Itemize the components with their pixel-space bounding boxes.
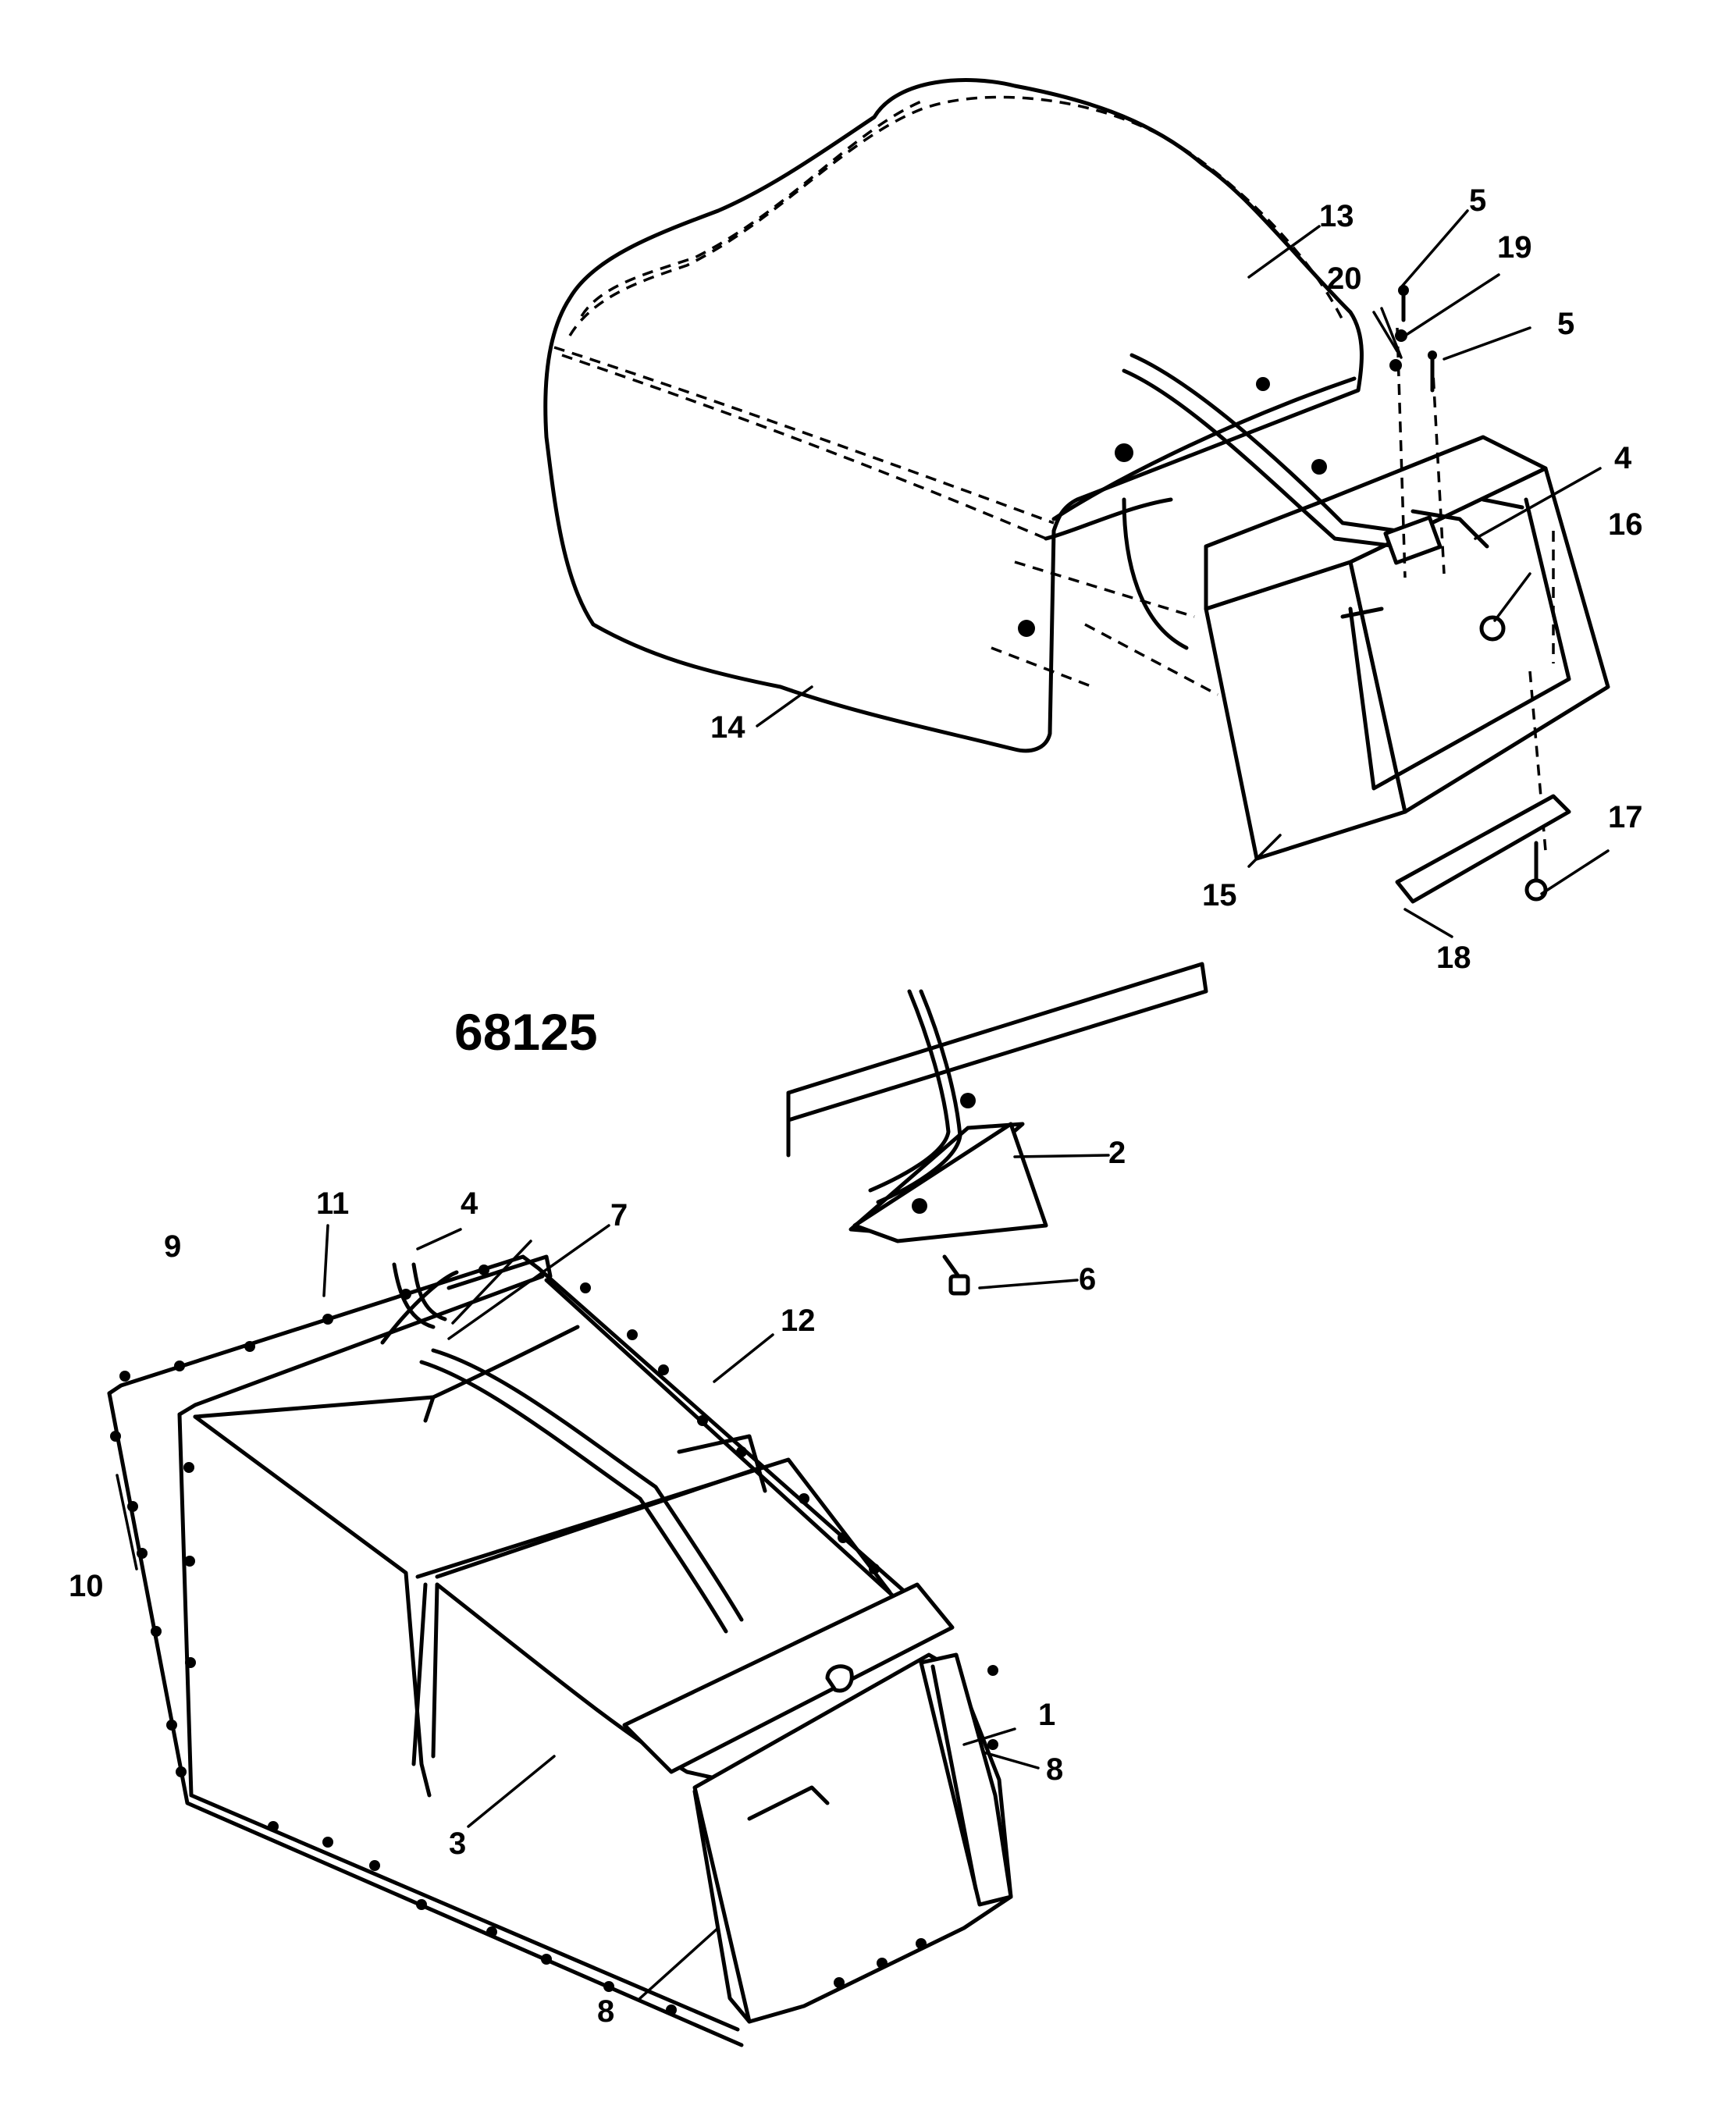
leader-lines	[116, 209, 1610, 2000]
callout-1: 1	[1038, 1698, 1055, 1732]
callout-12: 12	[781, 1304, 816, 1338]
callout-8-bottom: 8	[597, 1994, 614, 2029]
bag-handle	[1122, 353, 1489, 565]
callout-13: 13	[1319, 199, 1354, 233]
callout-4-lower: 4	[461, 1186, 478, 1221]
callout-15: 15	[1202, 878, 1237, 912]
callout-2: 2	[1108, 1136, 1126, 1170]
callout-10: 10	[69, 1569, 104, 1603]
bag-frame	[1044, 435, 1610, 861]
callout-7: 7	[610, 1198, 628, 1233]
grass-bag	[543, 78, 1364, 753]
callout-17: 17	[1608, 800, 1643, 834]
lower-chute	[622, 1582, 1013, 2024]
callout-19: 19	[1497, 230, 1532, 265]
callout-4-top: 4	[1614, 441, 1632, 475]
callout-5-lower: 5	[1557, 307, 1574, 341]
callout-16: 16	[1608, 507, 1643, 542]
hardware-small	[1389, 285, 1548, 902]
callout-20: 20	[1327, 261, 1362, 296]
callout-14: 14	[710, 710, 745, 745]
callout-6: 6	[1079, 1262, 1096, 1297]
part-2-bracket	[786, 962, 1208, 1296]
part-18-strap	[1395, 794, 1571, 904]
callout-18: 18	[1436, 941, 1471, 975]
callout-9: 9	[164, 1229, 181, 1264]
callout-labels: 13 5 19 20 5 4 16 14 15 17 18 2 6 11 4 7…	[69, 183, 1643, 2029]
frame-rivets	[110, 1265, 998, 2015]
callout-5-top: 5	[1469, 183, 1486, 218]
figure-number: 68125	[454, 1003, 598, 1061]
callout-11: 11	[316, 1186, 349, 1221]
callout-3: 3	[449, 1827, 466, 1861]
callout-8-right: 8	[1046, 1752, 1063, 1787]
bag-fasteners	[1018, 377, 1327, 637]
